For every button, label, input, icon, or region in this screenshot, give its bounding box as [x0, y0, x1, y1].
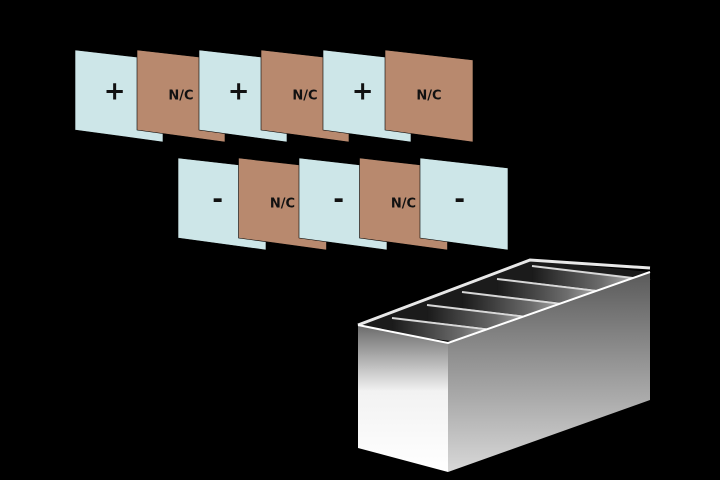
container-side-face: [448, 272, 650, 472]
plate-face: [384, 49, 474, 143]
positive-label: +: [104, 77, 126, 107]
container-rim-front: [357, 271, 651, 345]
plates-group: + N/C + N/C + N/C - N/C - N/C -: [74, 49, 509, 251]
plate-face: [419, 157, 509, 251]
no-charge-label: N/C: [416, 89, 441, 104]
no-charge-label: N/C: [168, 89, 193, 104]
container-front-face: [358, 325, 448, 472]
no-charge-label: N/C: [270, 197, 295, 212]
divider-edge-5: [531, 265, 651, 281]
positive-label: +: [228, 77, 250, 107]
back-row-plate-6-no-charge: N/C: [384, 49, 474, 143]
negative-label: -: [454, 185, 465, 215]
front-row-plate-5-negative: -: [419, 157, 509, 251]
positive-label: +: [352, 77, 374, 107]
container-rim: [357, 258, 651, 327]
no-charge-label: N/C: [391, 197, 416, 212]
negative-label: -: [333, 185, 344, 215]
negative-label: -: [212, 185, 223, 215]
cell-container: [357, 258, 651, 472]
no-charge-label: N/C: [292, 89, 317, 104]
